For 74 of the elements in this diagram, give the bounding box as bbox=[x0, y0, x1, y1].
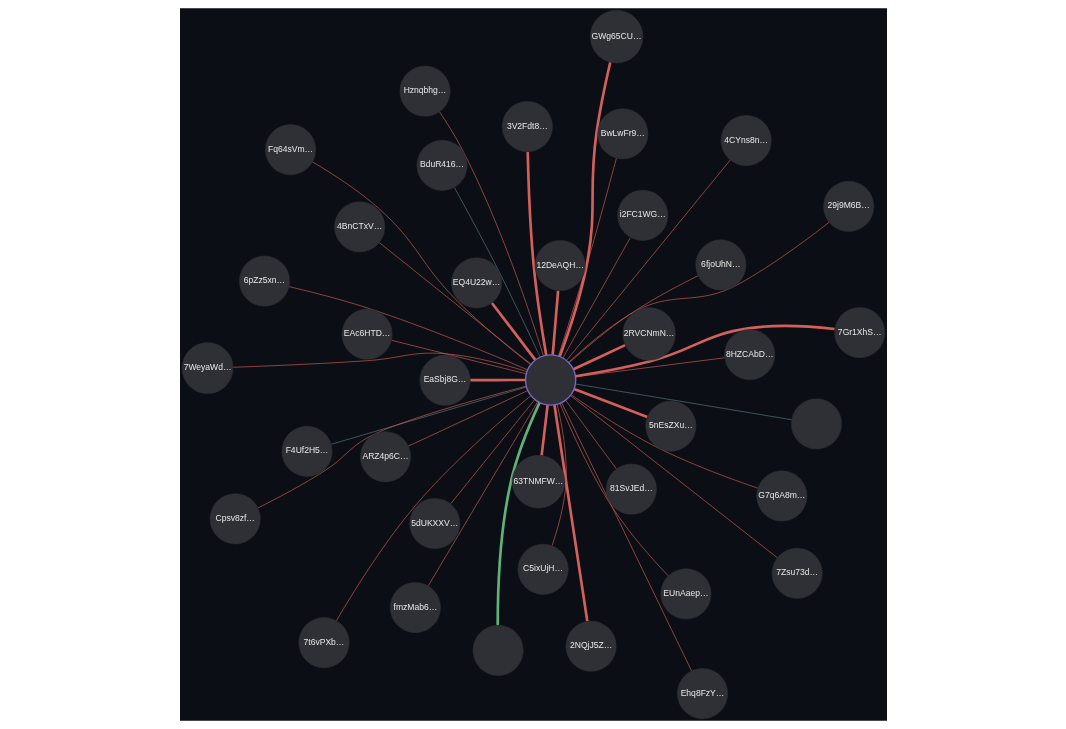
node-circle: 4BnCTxV… bbox=[333, 201, 385, 253]
connector bbox=[311, 161, 531, 365]
connector bbox=[449, 399, 535, 505]
node-circle: G7q6A8m… bbox=[755, 470, 807, 522]
connector bbox=[572, 343, 626, 371]
connector bbox=[330, 386, 527, 445]
node-circle: EaSbj8G… bbox=[419, 354, 470, 406]
node-circle: Hznqbhg… bbox=[399, 65, 450, 117]
node-circle: 81SvJEd… bbox=[605, 463, 657, 515]
connector bbox=[232, 352, 527, 372]
node-circle: 4CYns8n… bbox=[720, 115, 772, 166]
connector bbox=[539, 404, 549, 456]
connector bbox=[574, 383, 792, 421]
connector bbox=[568, 275, 698, 364]
node-circle: F4Uf2H5… bbox=[281, 426, 332, 477]
node-circle: 12DeAQH… bbox=[534, 240, 586, 291]
connector bbox=[490, 302, 536, 361]
node-circle: 6fjoUhN… bbox=[694, 239, 746, 291]
connector bbox=[378, 242, 531, 365]
node-circle bbox=[790, 398, 842, 450]
connector bbox=[427, 401, 538, 587]
connector bbox=[551, 403, 567, 546]
connector bbox=[495, 402, 541, 626]
connector bbox=[288, 286, 528, 371]
node-circle: 7Gr1XhS… bbox=[833, 307, 885, 358]
connector bbox=[407, 390, 528, 447]
node-circle: 8HZCAbD… bbox=[723, 329, 775, 380]
node-circle: 7WeyaWd… bbox=[181, 342, 233, 394]
connector bbox=[560, 402, 692, 672]
node-circle: 63TNMFW… bbox=[511, 455, 565, 509]
connector bbox=[550, 290, 559, 355]
connector bbox=[390, 340, 526, 375]
node-circle: EQ4U22w… bbox=[450, 257, 502, 309]
connector bbox=[257, 385, 527, 509]
node-circle: 2RVCNmN… bbox=[622, 307, 676, 361]
connector bbox=[574, 324, 835, 378]
node-circle: 5dUKXXV… bbox=[408, 498, 460, 549]
connector bbox=[552, 404, 589, 622]
connector bbox=[469, 378, 525, 382]
connector bbox=[453, 187, 540, 358]
node-circle bbox=[524, 354, 576, 406]
connector bbox=[438, 111, 544, 357]
node-circle: GWg65CU… bbox=[589, 10, 643, 64]
node-circle: 7t6vPXb… bbox=[298, 617, 349, 668]
node-circle: EUnAaep… bbox=[660, 568, 711, 620]
node-circle: 29j9M6B… bbox=[822, 181, 874, 232]
connector bbox=[564, 399, 617, 470]
connector bbox=[558, 61, 612, 357]
node-circle: Cpsv8zf… bbox=[209, 493, 261, 545]
node-circle: BduR416… bbox=[416, 139, 467, 191]
node-circle: 5nEsZXu… bbox=[645, 400, 696, 452]
connector bbox=[335, 395, 531, 622]
connector bbox=[569, 395, 778, 559]
node-circle: Fq64sVm… bbox=[264, 124, 316, 176]
node-circle: Ehq8FzY… bbox=[676, 668, 728, 719]
node-circle: ARZ4p6C… bbox=[359, 431, 411, 483]
connector bbox=[570, 394, 758, 489]
node-circle: 3V2Fdt8… bbox=[501, 101, 553, 152]
connector bbox=[559, 403, 669, 577]
node-circle: EAc6HTD… bbox=[341, 308, 392, 360]
node-circle: BwLwFr9… bbox=[596, 108, 648, 160]
node-circle: 6pZz5xn… bbox=[238, 255, 290, 307]
node-circle bbox=[472, 625, 523, 676]
node-circle: 2NQjJ5Z… bbox=[565, 620, 616, 672]
connector bbox=[557, 157, 617, 357]
node-circle: C5ixUjH… bbox=[517, 543, 568, 595]
connector bbox=[562, 237, 631, 359]
node-circle: i2FC1WG… bbox=[616, 189, 668, 241]
connector bbox=[525, 151, 548, 356]
node-circle: fmzMab6… bbox=[389, 582, 441, 633]
connector bbox=[567, 221, 829, 363]
node-circle: 7Zsu73d… bbox=[771, 547, 823, 599]
connector bbox=[565, 159, 731, 361]
connector bbox=[573, 387, 648, 419]
